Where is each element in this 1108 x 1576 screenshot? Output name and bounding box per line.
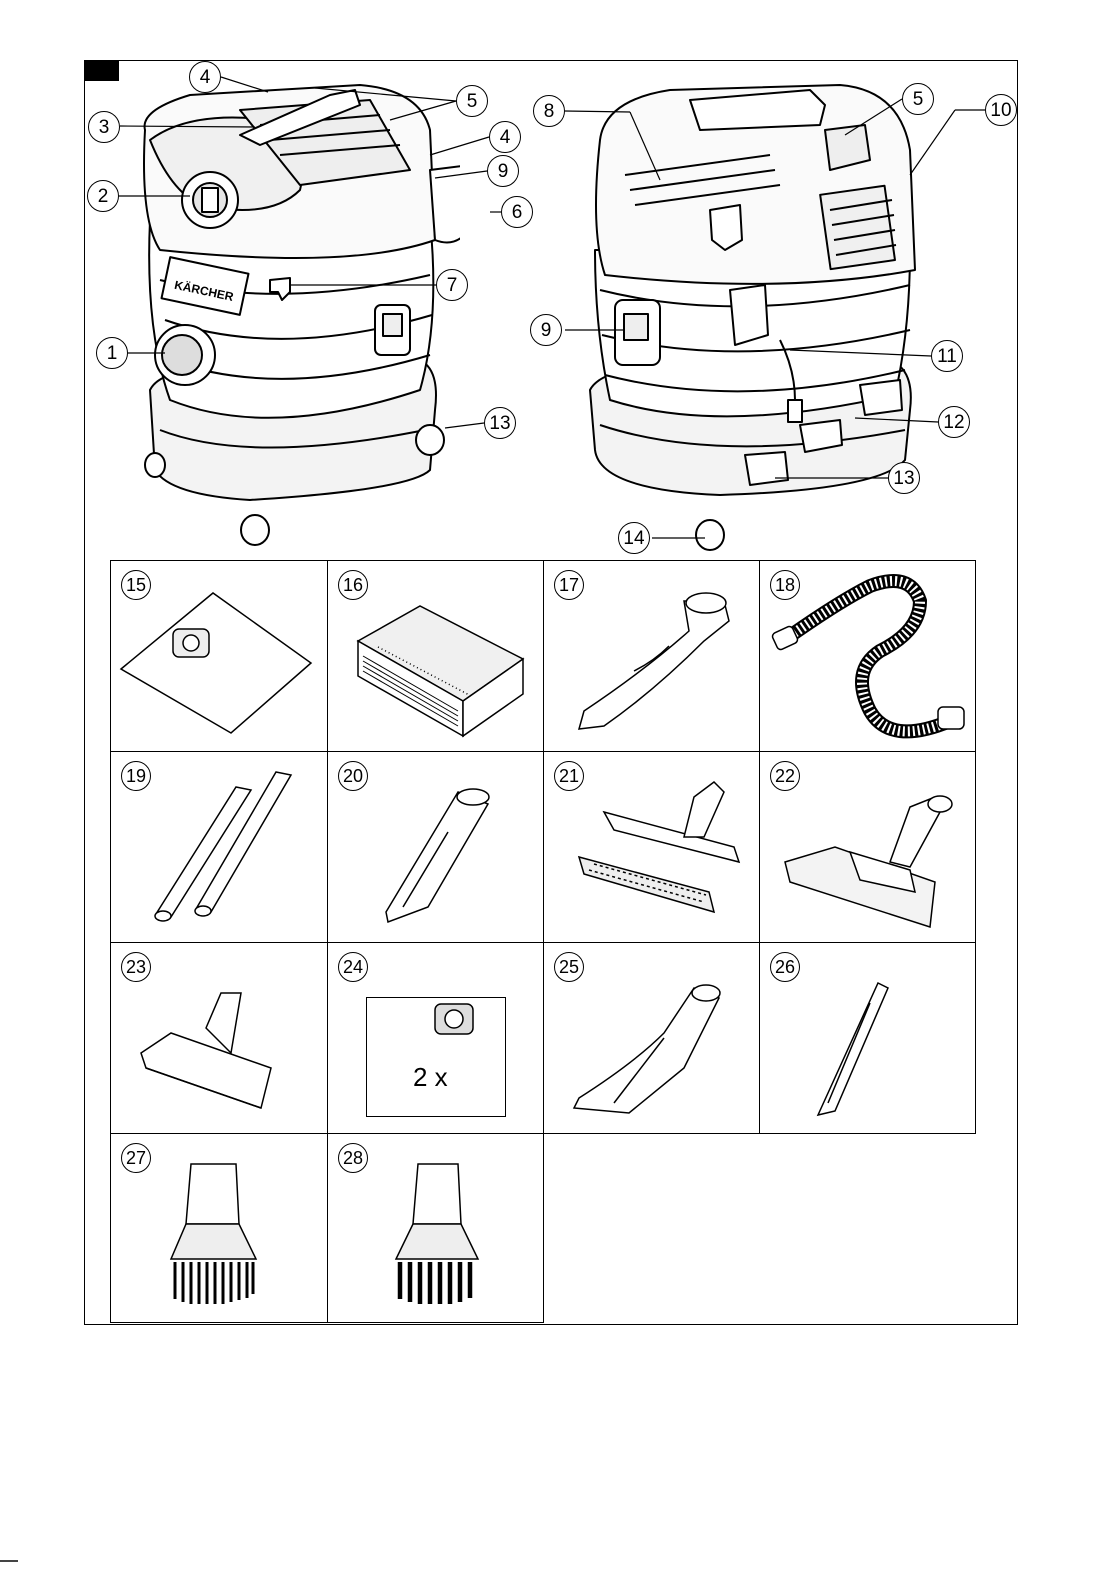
narrow-crevice-nozzle-icon — [760, 943, 977, 1135]
accessory-cell-17: 17 — [543, 560, 760, 752]
crevice-nozzle-icon — [328, 752, 545, 944]
accessory-cell-26: 26 — [759, 942, 976, 1134]
callout-1: 1 — [96, 337, 128, 369]
accessory-cell-15: 15 — [110, 560, 328, 752]
accessory-cell-16: 16 — [327, 560, 544, 752]
callout-label: 7 — [447, 276, 458, 295]
callout-label: 2 — [98, 187, 109, 206]
callout-label: 3 — [99, 118, 110, 137]
callout-label: 8 — [544, 102, 555, 121]
filter-bag-icon — [111, 561, 329, 753]
callout-label: 6 — [512, 203, 523, 222]
callout-4-front: 4 — [189, 61, 221, 93]
filter-bag-set-box: 2 x — [366, 997, 506, 1117]
callout-label: 9 — [498, 162, 509, 181]
accessory-cell-18: 18 — [759, 560, 976, 752]
accessory-cell-27: 27 — [110, 1133, 328, 1323]
accessory-number-label: 24 — [343, 958, 363, 976]
callout-label: 11 — [937, 347, 957, 366]
upholstery-nozzle-icon — [111, 943, 329, 1135]
callout-5-rear: 5 — [902, 83, 934, 115]
callout-5-front: 5 — [456, 85, 488, 117]
accessory-cell-24: 24 2 x — [327, 942, 544, 1134]
callout-14: 14 — [618, 522, 650, 554]
callout-6: 6 — [501, 196, 533, 228]
callout-label: 13 — [489, 414, 510, 433]
callout-9-rear: 9 — [530, 314, 562, 346]
callout-10: 10 — [985, 94, 1017, 126]
filter-bag-set-icon — [367, 998, 507, 1058]
callout-7: 7 — [436, 269, 468, 301]
callout-label: 1 — [107, 344, 118, 363]
callout-label: 14 — [623, 529, 644, 548]
callout-9-front: 9 — [487, 155, 519, 187]
flat-pleated-filter-icon — [328, 561, 545, 753]
callout-label: 5 — [913, 90, 924, 109]
page-edge-mark — [0, 1560, 18, 1568]
callout-label: 4 — [200, 68, 211, 87]
floor-nozzle-icon — [760, 752, 977, 944]
callout-2: 2 — [87, 180, 119, 212]
wide-nozzle-icon — [544, 943, 761, 1135]
callout-13-front: 13 — [484, 407, 516, 439]
callout-label: 4 — [500, 128, 511, 147]
suction-hose-icon — [760, 561, 977, 753]
accessory-cell-19: 19 — [110, 751, 328, 943]
callout-label: 9 — [541, 321, 552, 340]
accessory-cell-28: 28 — [327, 1133, 544, 1323]
callout-label: 5 — [467, 92, 478, 111]
callout-13-rear: 13 — [888, 462, 920, 494]
extension-tubes-icon — [111, 752, 329, 944]
callout-label: 12 — [943, 413, 964, 432]
accessory-cell-25: 25 — [543, 942, 760, 1134]
quantity-label: 2 x — [413, 1062, 448, 1093]
callout-3: 3 — [88, 111, 120, 143]
floor-nozzle-clip-icon — [544, 752, 761, 944]
callout-12: 12 — [938, 406, 970, 438]
soft-brush-icon — [111, 1134, 329, 1324]
accessory-cell-21: 21 — [543, 751, 760, 943]
accessory-cell-20: 20 — [327, 751, 544, 943]
accessory-cell-22: 22 — [759, 751, 976, 943]
callout-8: 8 — [533, 95, 565, 127]
callout-11: 11 — [931, 340, 963, 372]
hard-brush-icon — [328, 1134, 545, 1324]
callout-label: 13 — [893, 469, 914, 488]
callout-label: 10 — [990, 101, 1011, 120]
hose-handle-icon — [544, 561, 761, 753]
accessory-cell-23: 23 — [110, 942, 328, 1134]
accessory-number: 24 — [338, 952, 368, 982]
callout-4-side: 4 — [489, 121, 521, 153]
